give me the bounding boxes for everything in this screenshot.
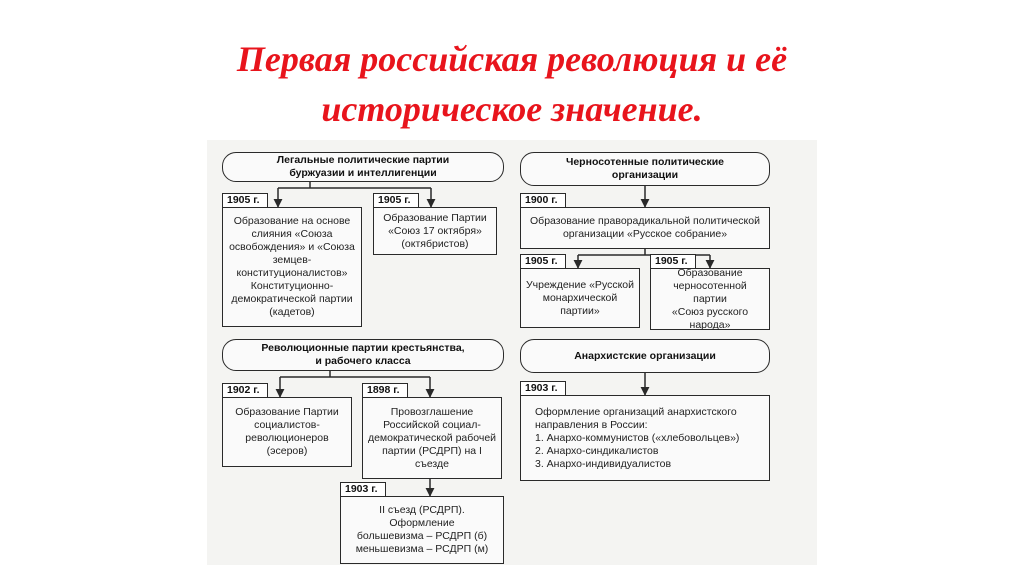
octobrists-year: 1905 г. xyxy=(373,193,419,208)
anarchist-oval: Анархистские организации xyxy=(520,339,770,373)
sr-box: Образование Партии социалистов- революци… xyxy=(222,397,352,467)
cadets-year: 1905 г. xyxy=(222,193,268,208)
revolutionary-parties-oval: Революционные партии крестьянства, и раб… xyxy=(222,339,504,371)
rsdrp-box: Провозглашение Российской социал- демокр… xyxy=(362,397,502,479)
octobrists-box: Образование Партии «Союз 17 октября» (ок… xyxy=(373,207,497,255)
monarchist-box: Учреждение «Русской монархической партии… xyxy=(520,268,640,328)
union-russian-box: Образование черносотенной партии «Союз р… xyxy=(650,267,770,331)
russian-assembly-box: Образование праворадикальной политическо… xyxy=(520,207,770,249)
union-russian-year: 1905 г. xyxy=(650,254,696,269)
anarchists-year: 1903 г. xyxy=(520,381,566,396)
sr-year: 1902 г. xyxy=(222,383,268,398)
cadets-box: Образование на основе слияния «Союза осв… xyxy=(222,207,362,327)
title-line-2: историческое значение. xyxy=(321,89,703,129)
anarchists-box: Оформление организаций анархистского нап… xyxy=(520,395,770,481)
black-hundred-oval: Черносотенные политические организации xyxy=(520,152,770,186)
legal-parties-oval: Легальные политические партии буржуазии … xyxy=(222,152,504,182)
slide-title: Первая российская революция и её историч… xyxy=(0,34,1024,134)
second-congress-year: 1903 г. xyxy=(340,482,386,497)
rsdrp-year: 1898 г. xyxy=(362,383,408,398)
monarchist-year: 1905 г. xyxy=(520,254,566,269)
title-line-1: Первая российская революция и её xyxy=(236,39,788,79)
russian-assembly-year: 1900 г. xyxy=(520,193,566,208)
second-congress-box: II съезд (РСДРП). Оформление большевизма… xyxy=(340,496,504,564)
